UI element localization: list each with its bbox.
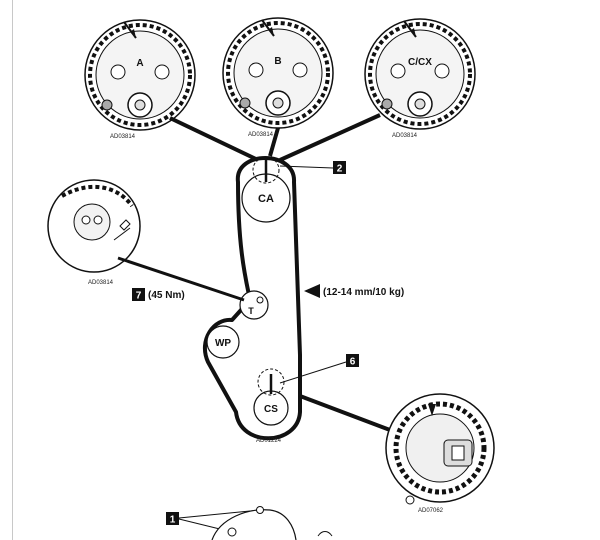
tensioner-pulley: T xyxy=(239,290,269,320)
crankshaft-label: CS xyxy=(264,404,278,415)
sprocket-a-ref: AD03814 xyxy=(110,134,136,140)
crank-detail-ref: AD07062 xyxy=(418,508,444,514)
camshaft-pulley: CA xyxy=(241,156,291,223)
callout-1: 1 xyxy=(170,515,176,526)
tensioner-detail: AD03814 xyxy=(47,179,141,286)
water-pump-label: WP xyxy=(215,338,231,349)
sprocket-detail-b: B AD03814 xyxy=(222,17,334,138)
sprocket-detail-c: C/CX AD03814 xyxy=(364,18,476,139)
callout-7-box xyxy=(132,288,145,301)
sprocket-leader-lines xyxy=(169,113,381,162)
sprocket-detail-a: A AD03814 xyxy=(84,19,196,140)
crank-detail: AD07062 xyxy=(385,393,495,514)
callout-6: 6 xyxy=(350,357,356,368)
torque-spec: (45 Nm) xyxy=(148,290,185,301)
sprocket-a-letter: A xyxy=(136,58,143,69)
timing-cover-partial xyxy=(211,506,333,540)
timing-belt xyxy=(202,156,302,441)
crankshaft-pulley: CS xyxy=(253,368,289,426)
callout-7: 7 xyxy=(136,291,142,302)
tensioner-label: T xyxy=(248,306,254,316)
sprocket-c-letter: C/CX xyxy=(408,57,432,68)
deflection-spec: (12-14 mm/10 kg) xyxy=(323,287,404,298)
callout-2-box xyxy=(333,161,346,174)
callout-1-box xyxy=(166,512,179,525)
deflection-indicator: (12-14 mm/10 kg) xyxy=(304,284,404,298)
sprocket-c-ref: AD03814 xyxy=(392,133,418,139)
tensioner-detail-ref: AD03814 xyxy=(88,280,114,286)
water-pump-pulley: WP xyxy=(206,325,240,359)
callout-2: 2 xyxy=(337,164,343,175)
page-edge-line xyxy=(12,0,13,540)
camshaft-label: CA xyxy=(258,193,274,205)
belt-layout-ref: AD01224 xyxy=(256,438,282,444)
sprocket-b-ref: AD03814 xyxy=(248,132,274,138)
sprocket-b-letter: B xyxy=(274,56,281,67)
callout-6-box xyxy=(346,354,359,367)
